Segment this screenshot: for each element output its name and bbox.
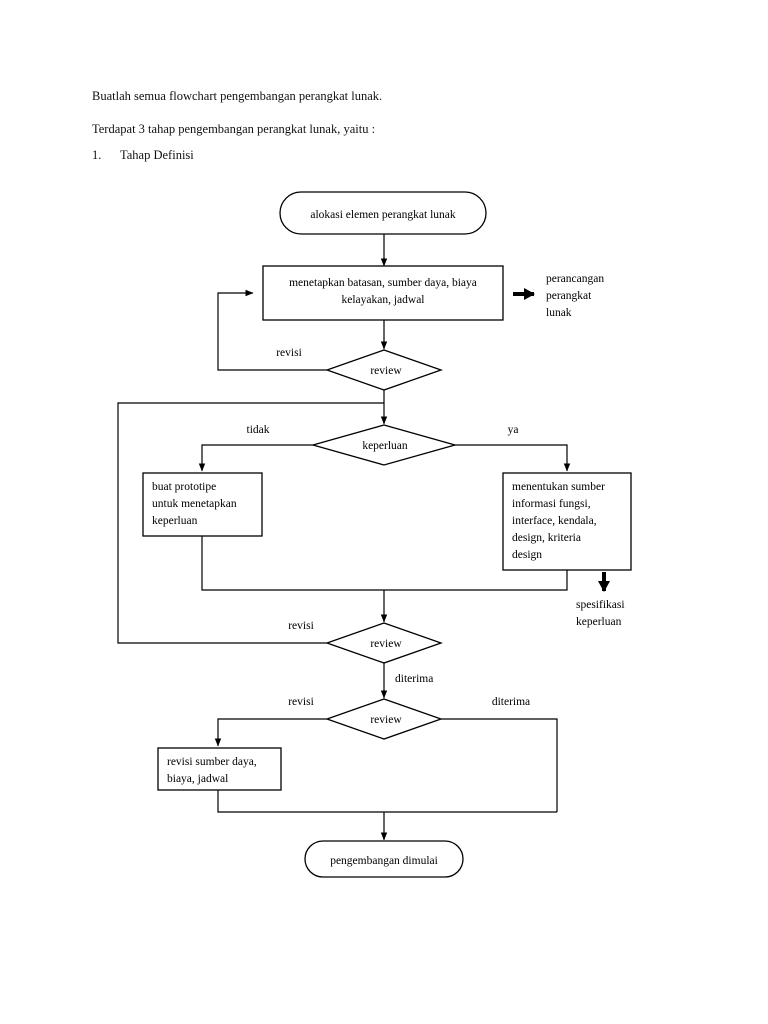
annotation-spesifikasi: spesifikasi keperluan (576, 599, 625, 628)
edge-review1-revisi-loop (217, 289, 327, 371)
node-end-label: pengembangan dimulai (330, 855, 438, 867)
node-review-3: review (325, 698, 443, 740)
terminator-shape-end (304, 840, 464, 878)
node-sumber-informasi-line-3: interface, kendala, (512, 515, 597, 527)
edge-label-review3-revisi: revisi (288, 696, 314, 708)
node-start: alokasi elemen perangkat lunak (279, 191, 487, 235)
edge-keperluan-tidak (198, 444, 313, 472)
edge-label-review3-diterima: diterima (492, 696, 530, 708)
edge-label-keperluan-tidak: tidak (247, 424, 270, 436)
annotation-spesifikasi-line-1: spesifikasi (576, 599, 625, 611)
node-sumber-informasi: menentukan sumber informasi fungsi, inte… (502, 472, 632, 571)
node-keperluan-label: keperluan (362, 440, 408, 452)
node-end: pengembangan dimulai (304, 840, 464, 878)
annotation-perancangan-line-1: perancangan (546, 273, 604, 285)
node-sumber-informasi-line-2: informasi fungsi, (512, 498, 591, 510)
stage-title: Tahap Definisi (120, 148, 194, 162)
node-review-2: review (325, 622, 443, 664)
node-review-1: review (325, 349, 443, 391)
edge-review3-diterima (441, 718, 558, 812)
node-sumber-informasi-line-4: design, kriteria (512, 532, 581, 544)
node-process-1-line-2: kelayakan, jadwal (341, 294, 424, 306)
node-sumber-informasi-line-1: menentukan sumber (512, 481, 605, 493)
annotation-spesifikasi-line-2: keperluan (576, 616, 622, 628)
edge-label-review1-revisi: revisi (276, 347, 302, 359)
node-prototype-line-1: buat prototipe (152, 481, 216, 493)
decision-shape-keperluan (310, 424, 458, 466)
edge-keperluan-ya (455, 444, 571, 472)
intro-paragraph-2: Terdapat 3 tahap pengembangan perangkat … (92, 122, 376, 136)
node-prototype-line-3: keperluan (152, 515, 198, 527)
edge-review3-revisi (214, 718, 327, 747)
edge-label-review2-diterima: diterima (395, 673, 433, 685)
flowchart-diagram: alokasi elemen perangkat lunak menetapka… (117, 191, 632, 878)
node-process-1-line-1: menetapkan batasan, sumber daya, biaya (289, 277, 477, 289)
node-prototype: buat prototipe untuk menetapkan keperlua… (142, 472, 263, 537)
node-review-3-label: review (370, 714, 402, 726)
node-prototype-line-2: untuk menetapkan (152, 498, 237, 510)
edge-label-keperluan-ya: ya (508, 424, 519, 436)
edge-label-review2-revisi: revisi (288, 620, 314, 632)
node-review-1-label: review (370, 365, 402, 377)
edge-review2-revisi-loop (117, 402, 384, 644)
annotation-perancangan-line-3: lunak (546, 307, 572, 319)
node-revisi-sumber: revisi sumber daya, biaya, jadwal (157, 747, 282, 791)
annotation-perancangan-line-2: perangkat (546, 290, 592, 302)
node-revisi-sumber-line-2: biaya, jadwal (167, 773, 228, 785)
node-process-1: menetapkan batasan, sumber daya, biaya k… (262, 265, 504, 321)
node-revisi-sumber-line-1: revisi sumber daya, (167, 756, 257, 768)
process-shape-revisi-sumber (157, 747, 282, 791)
stage-list-item: 1. Tahap Definisi (92, 148, 194, 163)
terminator-shape-start (279, 191, 487, 235)
node-keperluan: keperluan (310, 424, 458, 466)
decision-shape-review-3 (325, 698, 443, 740)
node-sumber-informasi-line-5: design (512, 549, 542, 561)
annotation-perancangan: perancangan perangkat lunak (546, 273, 604, 319)
process-shape-1 (262, 265, 504, 321)
node-review-2-label: review (370, 638, 402, 650)
node-start-label: alokasi elemen perangkat lunak (310, 209, 456, 221)
intro-paragraph-1: Buatlah semua flowchart pengembangan per… (92, 89, 383, 103)
stage-number: 1. (92, 148, 102, 162)
edge-merge-to-end-rail (217, 790, 557, 813)
